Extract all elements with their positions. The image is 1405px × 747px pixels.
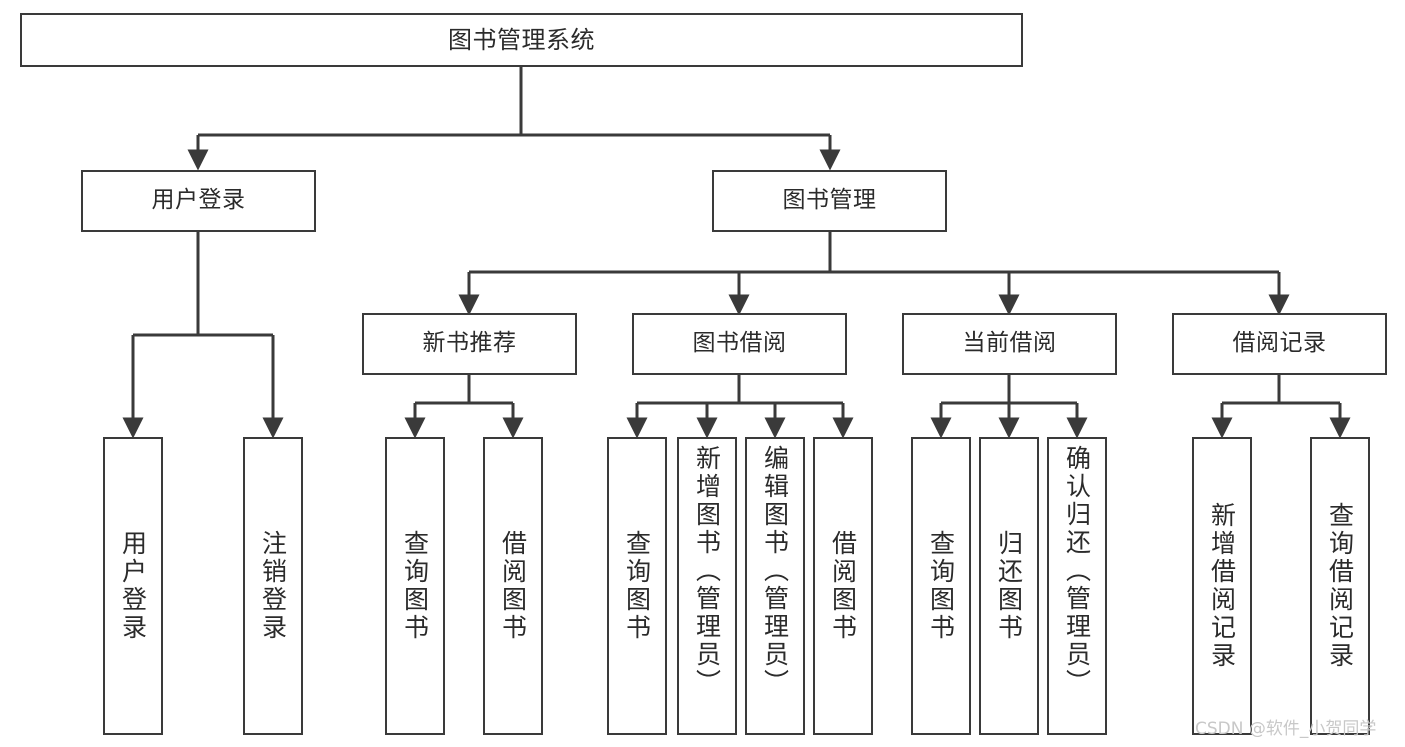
leaf-logout-login[interactable]: 注销登录 xyxy=(243,437,303,735)
node-label: 新书推荐 xyxy=(422,330,517,357)
node-label: 查询借阅记录 xyxy=(1325,502,1355,670)
node-label: 新增图书（管理员） xyxy=(692,445,722,697)
node-current-borrow[interactable]: 当前借阅 xyxy=(902,313,1117,375)
node-label: 查询图书 xyxy=(400,530,430,642)
node-label: 图书管理系统 xyxy=(448,25,595,54)
node-borrow-record[interactable]: 借阅记录 xyxy=(1172,313,1387,375)
node-label: 借阅图书 xyxy=(498,530,528,642)
leaf-query-book-recommend[interactable]: 查询图书 xyxy=(385,437,445,735)
node-label: 借阅图书 xyxy=(828,530,858,642)
node-book-borrow[interactable]: 图书借阅 xyxy=(632,313,847,375)
leaf-return-book[interactable]: 归还图书 xyxy=(979,437,1039,735)
node-book-management[interactable]: 图书管理 xyxy=(712,170,947,232)
leaf-edit-book-admin[interactable]: 编辑图书（管理员） xyxy=(745,437,805,735)
leaf-confirm-return-admin[interactable]: 确认归还（管理员） xyxy=(1047,437,1107,735)
node-label: 注销登录 xyxy=(258,530,288,642)
csdn-watermark: CSDN @软件_小贺同学 xyxy=(1195,719,1377,739)
leaf-add-book-admin[interactable]: 新增图书（管理员） xyxy=(677,437,737,735)
leaf-borrow-book-recommend[interactable]: 借阅图书 xyxy=(483,437,543,735)
node-new-book-recommend[interactable]: 新书推荐 xyxy=(362,313,577,375)
leaf-query-book-current[interactable]: 查询图书 xyxy=(911,437,971,735)
node-label: 图书管理 xyxy=(782,187,877,214)
node-label: 编辑图书（管理员） xyxy=(760,445,790,697)
node-user-login[interactable]: 用户登录 xyxy=(81,170,316,232)
node-label: 查询图书 xyxy=(622,530,652,642)
node-root-system[interactable]: 图书管理系统 xyxy=(20,13,1023,67)
node-label: 新增借阅记录 xyxy=(1207,502,1237,670)
leaf-query-borrow-record[interactable]: 查询借阅记录 xyxy=(1310,437,1370,735)
node-label: 用户登录 xyxy=(151,187,246,214)
leaf-borrow-book[interactable]: 借阅图书 xyxy=(813,437,873,735)
node-label: 借阅记录 xyxy=(1232,330,1327,357)
node-label: 查询图书 xyxy=(926,530,956,642)
node-label: 归还图书 xyxy=(994,530,1024,642)
node-label: 当前借阅 xyxy=(962,330,1057,357)
leaf-add-borrow-record[interactable]: 新增借阅记录 xyxy=(1192,437,1252,735)
leaf-user-login[interactable]: 用户登录 xyxy=(103,437,163,735)
node-label: 确认归还（管理员） xyxy=(1062,445,1092,697)
node-label: 图书借阅 xyxy=(692,330,787,357)
node-label: 用户登录 xyxy=(118,530,148,642)
leaf-query-book-borrow[interactable]: 查询图书 xyxy=(607,437,667,735)
